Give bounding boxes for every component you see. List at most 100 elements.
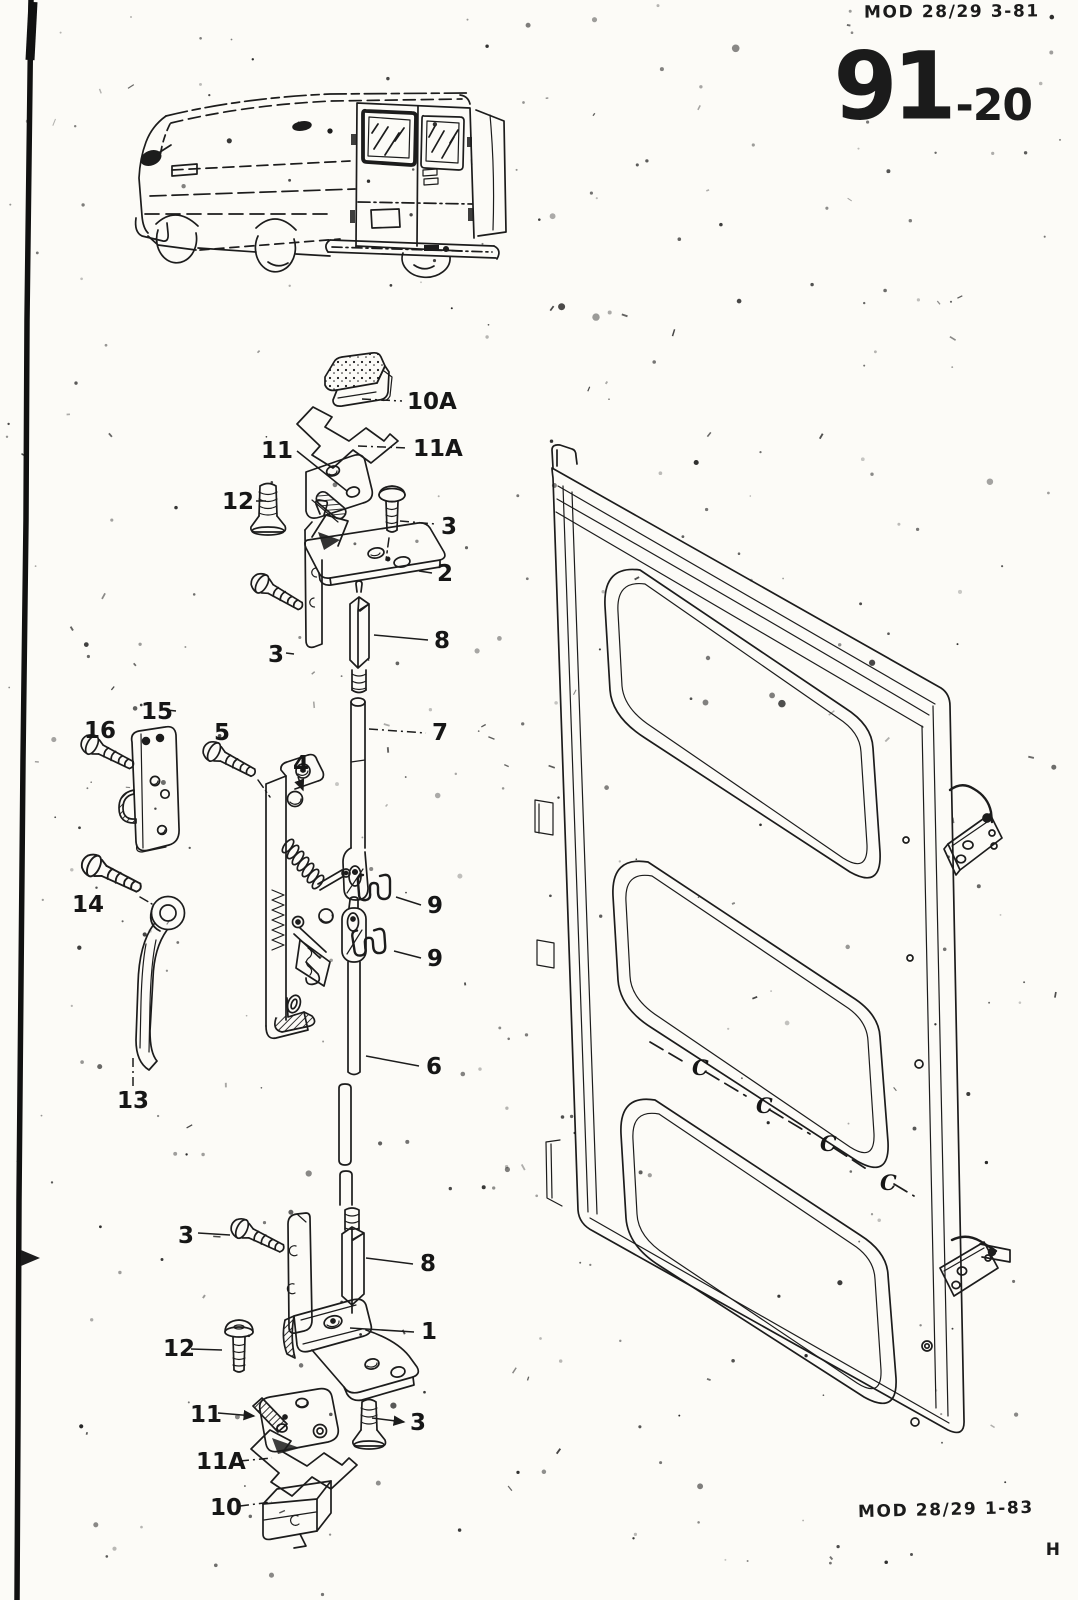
door-window-2 <box>612 860 889 1169</box>
callout-leader-12 <box>190 1348 223 1351</box>
part-3-screw-midleft <box>246 568 308 617</box>
part-13-handle <box>135 895 186 1071</box>
callout-leader-3 <box>371 1415 406 1426</box>
door-hinge-upper <box>943 784 1003 876</box>
part-callout-11A: 11A <box>196 1449 246 1475</box>
van-rear-doors <box>350 102 475 252</box>
part-callout-1: 1 <box>421 1319 437 1345</box>
callout-leader-1 <box>349 1327 415 1333</box>
door-edge-holes <box>902 836 933 1427</box>
part-callout-9: 9 <box>427 946 443 972</box>
door-window-3 <box>620 1098 897 1405</box>
part-10-buffer-lower <box>262 1480 332 1549</box>
door-panel <box>534 444 1011 1434</box>
part-callout-11A: 11A <box>413 436 463 462</box>
part-11-hinge-lower <box>252 1387 340 1454</box>
callout-leader-3 <box>399 520 437 525</box>
part-9-clip-1 <box>356 873 392 902</box>
door-outline <box>534 444 965 1434</box>
part-callout-13: 13 <box>117 1088 149 1114</box>
door-hinge-mark-3: C <box>820 1131 837 1156</box>
part-callout-6: 6 <box>426 1054 442 1080</box>
van-left-window <box>361 108 418 167</box>
part-callout-3: 3 <box>410 1410 426 1436</box>
part-callout-8: 8 <box>434 628 450 654</box>
part-9-clip-2 <box>350 927 387 958</box>
callout-leader-9 <box>393 950 422 959</box>
callout-leader-3 <box>285 652 295 655</box>
header-code: MOD 28/29 3-81 <box>864 1 1041 23</box>
part-callout-10A: 10A <box>407 389 457 415</box>
part-callout-10: 10 <box>210 1495 242 1521</box>
part-callout-16: 16 <box>84 718 116 744</box>
part-callout-3: 3 <box>268 642 284 668</box>
callout-leader-6 <box>365 1055 420 1067</box>
lock-parts-column <box>76 351 446 1549</box>
van-illustration <box>134 92 507 279</box>
callout-leader-3 <box>197 1232 231 1236</box>
van-right-window <box>420 114 465 171</box>
part-callout-2: 2 <box>437 561 453 587</box>
part-1-bracket <box>282 1298 420 1402</box>
van-bumper-wheels <box>325 94 507 279</box>
part-callout-12: 12 <box>163 1336 195 1362</box>
part-11a-plate-lower <box>250 1429 358 1497</box>
door-hinge-mark-4: C <box>880 1170 897 1195</box>
callout-leader-10 <box>239 1501 273 1507</box>
callout-leader-11 <box>296 450 348 492</box>
part-12-screw-upper <box>250 482 287 536</box>
part-callout-8: 8 <box>420 1251 436 1277</box>
part-callout-12: 12 <box>222 489 254 515</box>
part-callout-5: 5 <box>214 720 230 746</box>
part-11a-plate-upper <box>296 406 399 469</box>
callout-leader-2 <box>418 570 433 574</box>
callout-leader-8 <box>373 634 429 641</box>
callout-leader-11A <box>357 445 409 449</box>
corner-letter: H <box>1045 1540 1060 1560</box>
part-callout-11: 11 <box>261 438 293 464</box>
callout-leader-4 <box>294 776 305 792</box>
part-11-hinge-upper <box>305 453 374 523</box>
page-number-main: 91 <box>833 31 956 142</box>
van-body <box>134 92 468 273</box>
part-10a-buffer <box>324 351 393 407</box>
part-2-bracket <box>304 499 446 649</box>
callout-leader-7 <box>368 728 427 734</box>
door-window-1 <box>604 568 881 879</box>
part-14-screw <box>77 849 153 905</box>
door-hinge-mark-2: C <box>756 1093 773 1118</box>
lock-spring-coil <box>281 838 325 890</box>
part-8-rod-lower <box>341 1207 365 1314</box>
callout-leader-8 <box>365 1257 414 1265</box>
callout-leader-10A <box>361 398 403 402</box>
page-number: 91 -20 <box>833 31 1033 142</box>
part-6-rod <box>338 896 367 1206</box>
part-3-screw-top <box>378 485 406 561</box>
door-center-band <box>649 1041 915 1197</box>
callout-leader-9 <box>395 896 422 906</box>
part-callout-3: 3 <box>178 1223 194 1249</box>
part-callout-4: 4 <box>293 752 309 778</box>
part-7-rod <box>342 697 369 901</box>
callout-leader-15 <box>166 709 177 712</box>
page-number-suffix: -20 <box>955 79 1033 131</box>
part-callout-7: 7 <box>432 720 448 746</box>
part-12-screw-lower <box>224 1319 254 1373</box>
part-callout-14: 14 <box>72 892 104 918</box>
callout-leader-11 <box>217 1409 256 1421</box>
part-3-screw-bottomright <box>352 1398 387 1450</box>
part-callout-3: 3 <box>441 514 457 540</box>
part-callout-15: 15 <box>141 699 173 725</box>
part-8-rod-upper <box>349 580 370 694</box>
door-hinge-lower <box>939 1235 1011 1297</box>
part-4-lock-assembly <box>265 753 351 1040</box>
part-5-screw <box>198 737 271 798</box>
part-callout-11: 11 <box>190 1402 222 1428</box>
door-hinge-mark-1: C <box>692 1055 709 1080</box>
part-3-screw-bottomleft <box>226 1214 289 1260</box>
callout-leader-11A <box>239 1457 273 1462</box>
binding-edge <box>14 0 40 1600</box>
